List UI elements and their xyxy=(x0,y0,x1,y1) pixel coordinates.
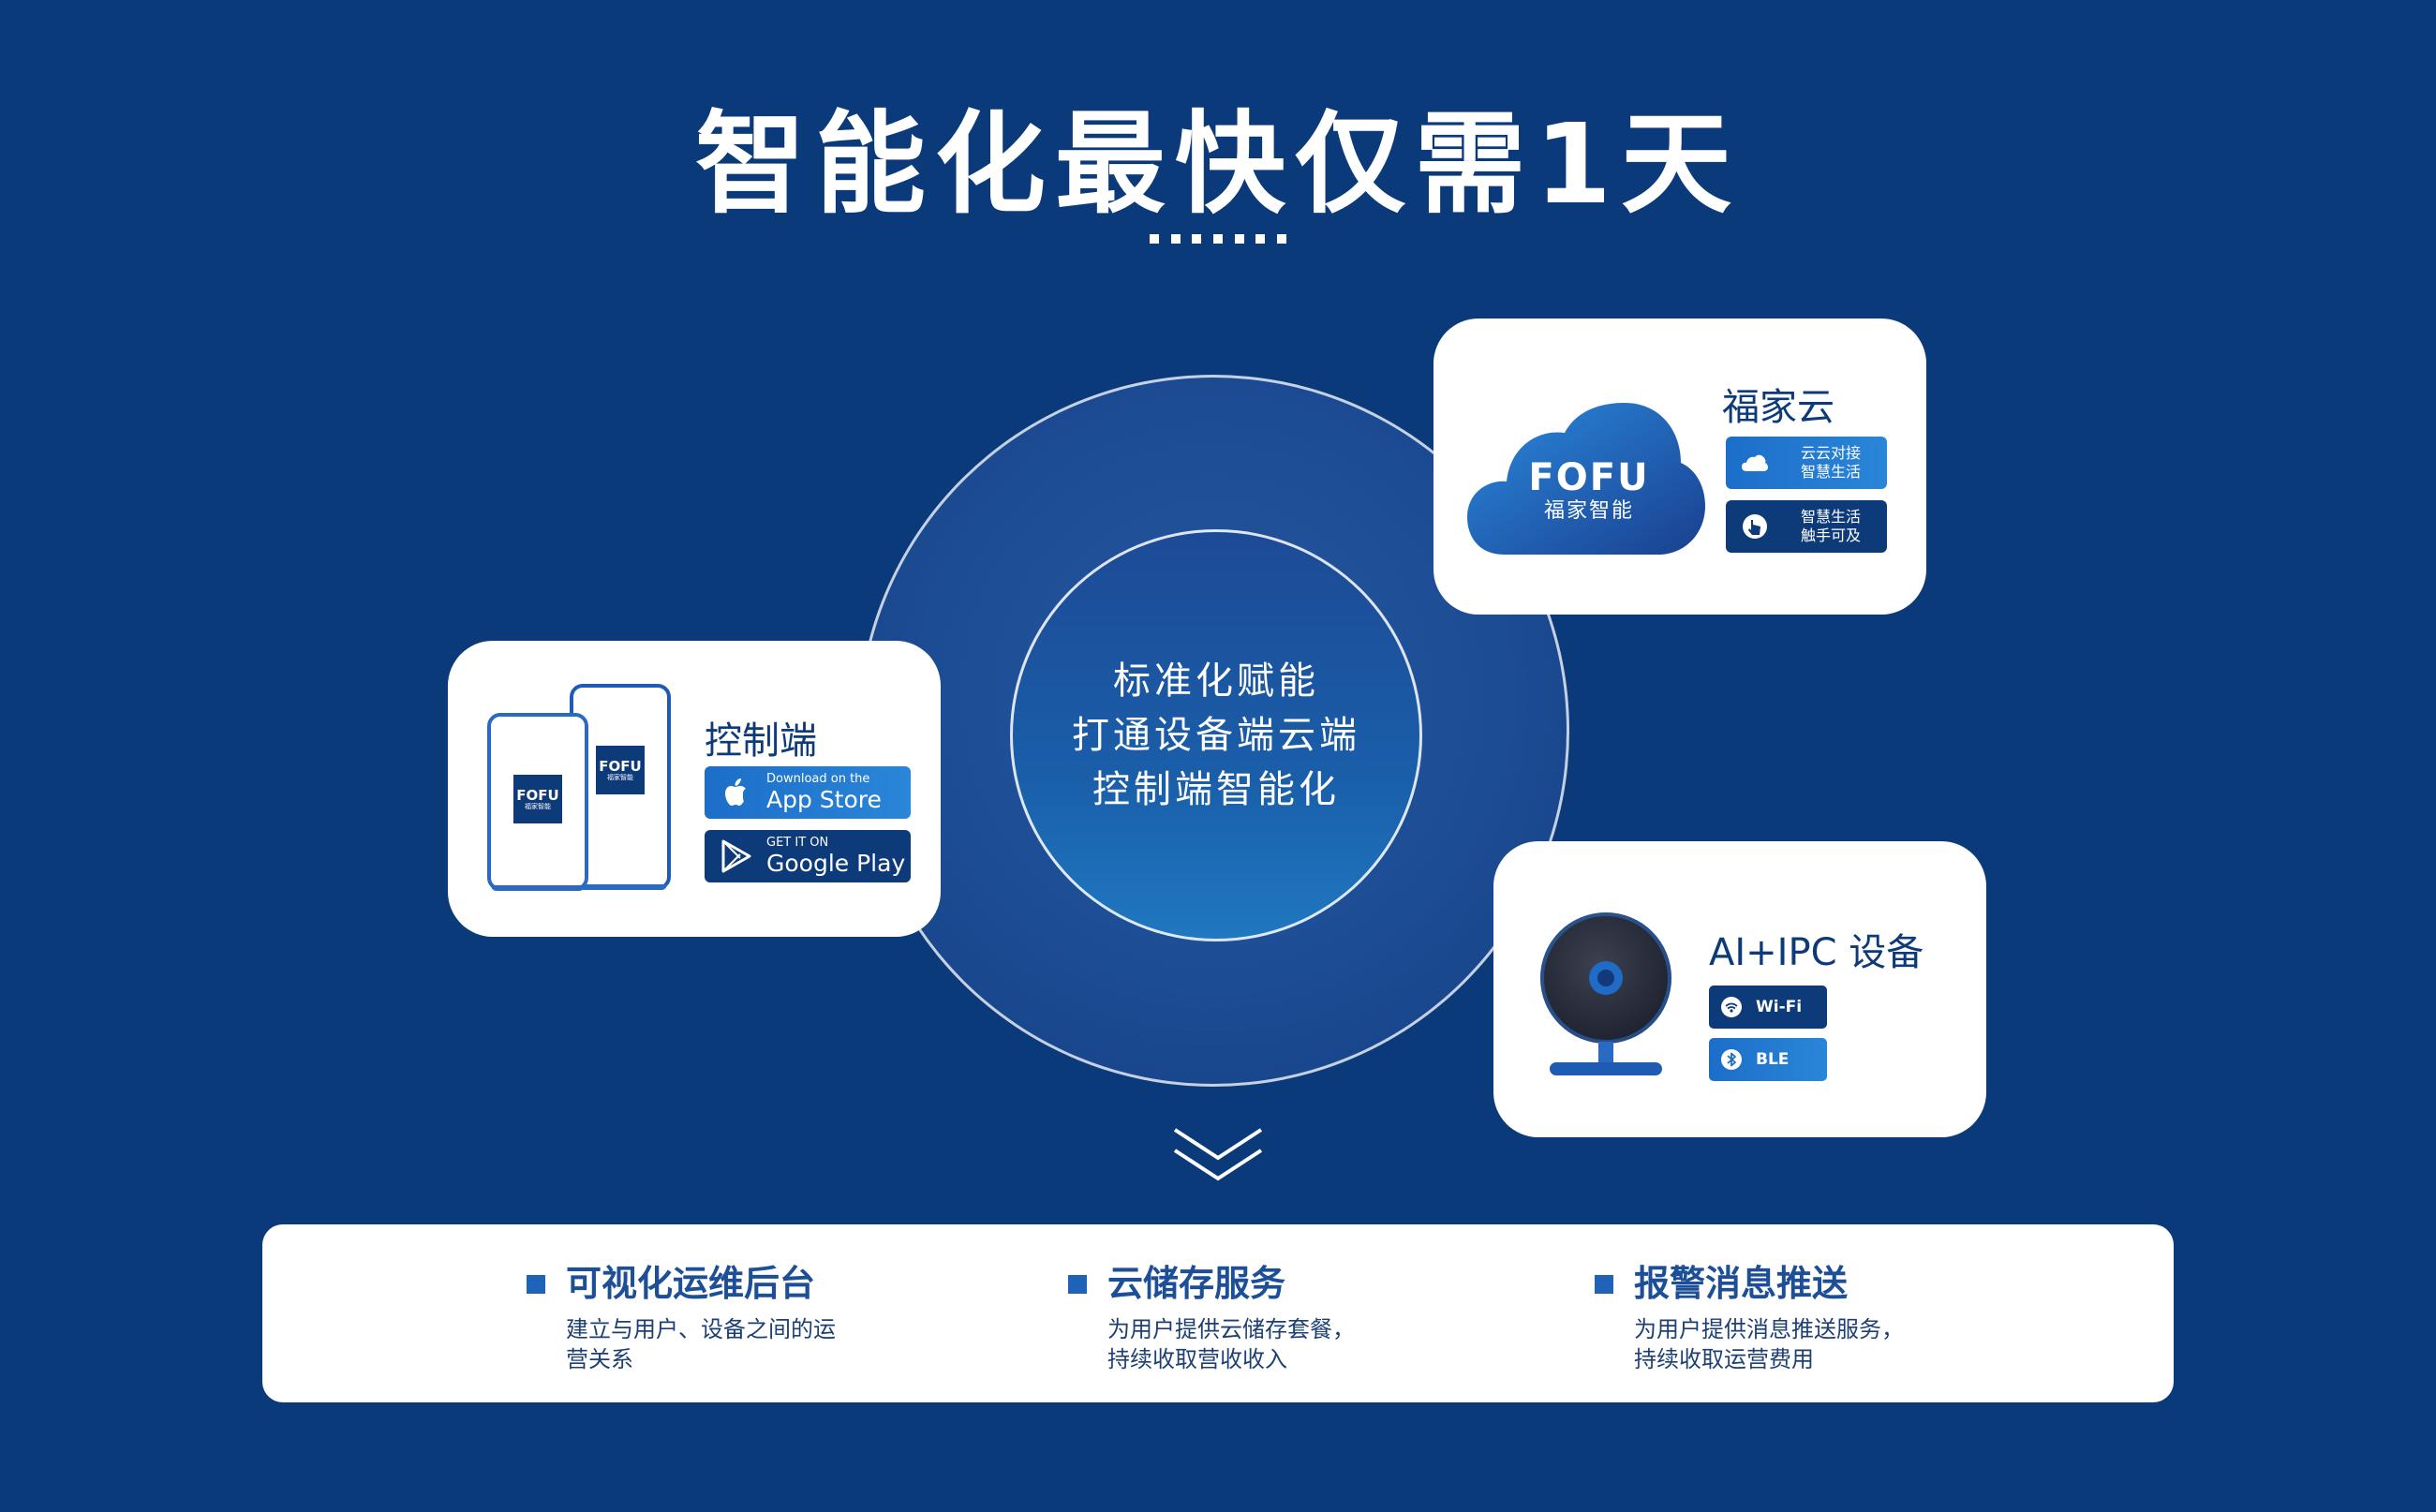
feature-storage-title: 云储存服务 xyxy=(1107,1263,1286,1304)
camera-icon xyxy=(1540,912,1671,1075)
cloud-feature-1-line-1: 云云对接 xyxy=(1801,444,1862,462)
control-card: FOFU 福家智能 FOFU 福家智能 控制端 Download on the … xyxy=(448,641,941,937)
cloud-feature-2-line-1: 智慧生活 xyxy=(1801,508,1862,526)
google-play-label: Google Play xyxy=(766,850,906,877)
page-title: 智能化最快仅需1天 xyxy=(694,99,1742,229)
ble-chip: BLE xyxy=(1709,1038,1827,1081)
feature-storage-desc-1: 为用户提供云储存套餐， xyxy=(1107,1316,1355,1342)
bullet-square-icon xyxy=(527,1275,545,1294)
wifi-icon xyxy=(1721,997,1742,1017)
wifi-chip: Wi-Fi xyxy=(1709,986,1827,1029)
cloud-logo-icon xyxy=(1467,403,1705,555)
feature-alarm-desc-1: 为用户提供消息推送服务， xyxy=(1634,1316,1904,1342)
phone-app-logo: FOFU 福家智能 xyxy=(596,746,645,794)
chevron-down-icon xyxy=(1173,1128,1263,1181)
cloud-feature-1-line-2: 智慧生活 xyxy=(1801,463,1862,481)
center-line-1: 标准化赋能 xyxy=(1113,660,1319,703)
feature-ops-title: 可视化运维后台 xyxy=(566,1263,816,1304)
google-play-small-text: GET IT ON xyxy=(766,836,829,850)
feature-cloud-storage: 云储存服务 为用户提供云储存套餐， 持续收取营收收入 xyxy=(1068,1262,1355,1374)
control-card-title: 控制端 xyxy=(705,719,817,763)
bullet-square-icon xyxy=(1595,1275,1613,1294)
bluetooth-icon xyxy=(1721,1049,1742,1070)
bullet-square-icon xyxy=(1068,1275,1087,1294)
app-store-label: App Store xyxy=(766,786,882,813)
ai-card-title: AI+IPC 设备 xyxy=(1709,931,1924,974)
feature-ops-desc-2: 营关系 xyxy=(566,1346,633,1372)
cloud-feature-2: 智慧生活 触手可及 xyxy=(1726,500,1887,553)
title-dots-divider xyxy=(1150,234,1286,244)
feature-alarm-title: 报警消息推送 xyxy=(1634,1263,1849,1304)
app-store-button[interactable]: Download on the App Store xyxy=(705,766,911,819)
cloud-feature-2-line-2: 触手可及 xyxy=(1801,526,1862,544)
app-store-small-text: Download on the xyxy=(766,772,870,786)
cloud-feature-1: 云云对接 智慧生活 xyxy=(1726,437,1887,489)
ble-label: BLE xyxy=(1756,1050,1790,1069)
play-icon xyxy=(721,839,751,873)
apple-icon xyxy=(725,778,746,806)
center-line-3: 控制端智能化 xyxy=(1092,768,1340,811)
feature-alarm-push: 报警消息推送 为用户提供消息推送服务， 持续收取运营费用 xyxy=(1595,1262,1904,1374)
fofu-cloud-logo: FOFU 福家智能 xyxy=(1528,456,1650,523)
cloud-icon xyxy=(1742,454,1768,471)
center-circle: 标准化赋能 打通设备端云端 控制端智能化 xyxy=(1010,529,1422,941)
feature-panel: 可视化运维后台 建立与用户、设备之间的运 营关系 云储存服务 为用户提供云储存套… xyxy=(262,1224,2174,1402)
center-line-2: 打通设备端云端 xyxy=(1072,714,1360,757)
cloud-card-title: 福家云 xyxy=(1722,386,1834,429)
cloud-card: FOFU 福家智能 福家云 云云对接 智慧生活 智慧生活 触手可及 xyxy=(1433,319,1926,615)
feature-storage-desc-2: 持续收取营收收入 xyxy=(1107,1346,1287,1372)
feature-ops-desc-1: 建立与用户、设备之间的运 xyxy=(566,1316,836,1342)
phone-app-logo: FOFU 福家智能 xyxy=(513,775,562,823)
ai-ipc-card: AI+IPC 设备 Wi-Fi BLE xyxy=(1493,841,1986,1137)
tap-icon xyxy=(1743,514,1767,539)
feature-ops-console: 可视化运维后台 建立与用户、设备之间的运 营关系 xyxy=(527,1262,836,1374)
phone-front-icon: FOFU 福家智能 xyxy=(487,713,588,891)
feature-alarm-desc-2: 持续收取运营费用 xyxy=(1634,1346,1814,1372)
wifi-label: Wi-Fi xyxy=(1756,998,1803,1016)
google-play-button[interactable]: GET IT ON Google Play xyxy=(705,830,911,882)
